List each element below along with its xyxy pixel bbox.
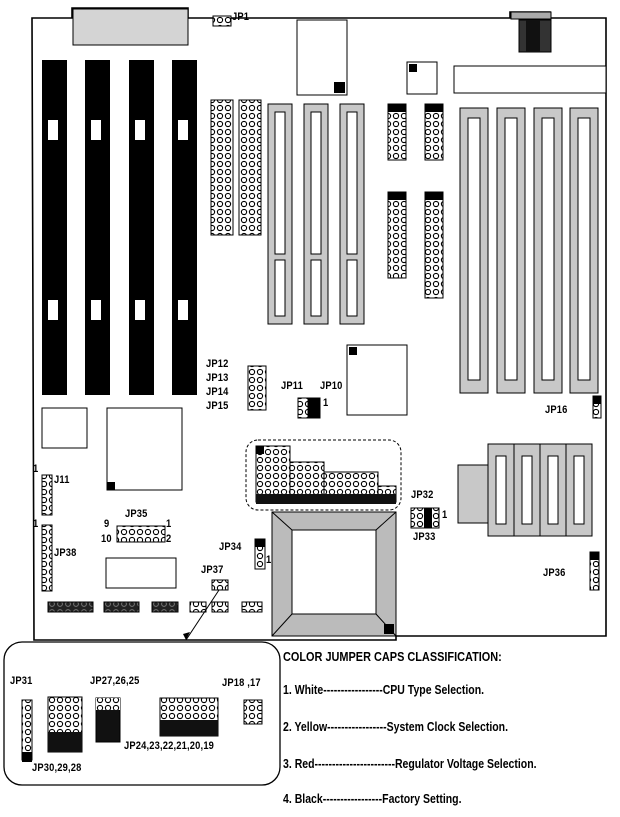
jp18-17-label: JP18 ,17 [222,677,261,689]
jp24-19-label: JP24,23,22,21,20,19 [124,740,215,752]
legend-item-yellow: 2. Yellow-----------------System Clock S… [283,720,508,734]
j11-header [41,474,53,516]
legend-color: White [294,683,324,697]
legend-desc: CPU Type Selection. [382,683,485,697]
jp11-label: JP11 [281,380,304,392]
legend-number: 3. [283,757,292,771]
jp30-29-28-label: JP30,29,28 [32,762,82,774]
legend-dashes: ----------------------- [314,757,395,771]
jp35-label: JP35 [125,508,148,520]
jp38-header [41,524,53,592]
bottom-jumper-row [47,601,263,613]
jp35-pin2-label: 2 [166,533,172,545]
jp10-jumper [307,397,321,419]
jp12-15-jumpers [247,365,267,411]
j11-pin-label: 1 [33,463,39,475]
jp34-label: JP34 [219,541,242,553]
legend-title: COLOR JUMPER CAPS CLASSIFICATION: [283,649,502,664]
legend-item-red: 3. Red-----------------------Regulator V… [283,757,537,771]
jp12-label: JP12 [206,358,229,370]
jp35-pin9-label: 9 [104,518,110,530]
cache-chip [453,65,607,94]
legend-desc: System Clock Selection. [386,720,509,734]
jp31-30-header [21,699,33,761]
jp15-label: JP15 [206,400,229,412]
legend-number: 1. [283,683,292,697]
jumper-cluster [255,445,397,504]
j11-label: J11 [54,474,70,486]
jp35-header [116,525,166,543]
jp13-label: JP13 [206,372,229,384]
jp18-17-header [243,699,263,725]
jp36-label: JP36 [543,567,566,579]
jp1-jumper [212,15,232,27]
legend-color: Black [294,792,323,806]
ram-chip [41,407,88,449]
chipset [346,344,408,416]
jp31-label: JP31 [10,675,33,687]
jp38-label: JP38 [54,547,77,559]
legend-color: Red [294,757,315,771]
legend-dashes: ----------------- [322,792,383,806]
jp32-label: JP32 [411,489,434,501]
jp33-label: JP33 [413,531,436,543]
osc-chip [105,557,177,589]
simm-sockets [42,60,197,395]
jp35-pin1-label: 1 [166,518,172,530]
jp11-jumper [297,397,309,419]
jp10-label: JP10 [320,380,343,392]
jp27-26-25-label: JP27,26,25 [90,675,140,687]
legend-item-white: 1. White-----------------CPU Type Select… [283,683,484,697]
legend-dashes: ----------------- [327,720,387,734]
legend-item-black: 4. Black-----------------Factory Setting… [283,792,462,806]
jp1-label: JP1 [232,11,250,23]
legend-desc: Regulator Voltage Selection. [394,757,537,771]
legend-dashes: ----------------- [323,683,383,697]
jp32-pin-label: 1 [442,509,448,521]
jp16-label: JP16 [545,404,568,416]
keyboard-controller [106,407,183,491]
legend-number: 2. [283,720,292,734]
top-right-connector [510,11,552,20]
jp37-label: JP37 [201,564,224,576]
legend-desc: Factory Setting. [382,792,462,806]
legend-number: 4. [283,792,292,806]
jp37-header [211,579,229,591]
jumper-cluster-highlight [245,439,402,511]
jp14-label: JP14 [206,386,229,398]
jp10-pin-label: 1 [323,397,329,409]
jp38-pin-label: 1 [33,518,39,530]
jp35-pin10-label: 10 [101,533,112,545]
legend-color: Yellow [294,720,328,734]
keyboard-connector [72,8,189,46]
jp34-pin-label: 1 [266,554,272,566]
